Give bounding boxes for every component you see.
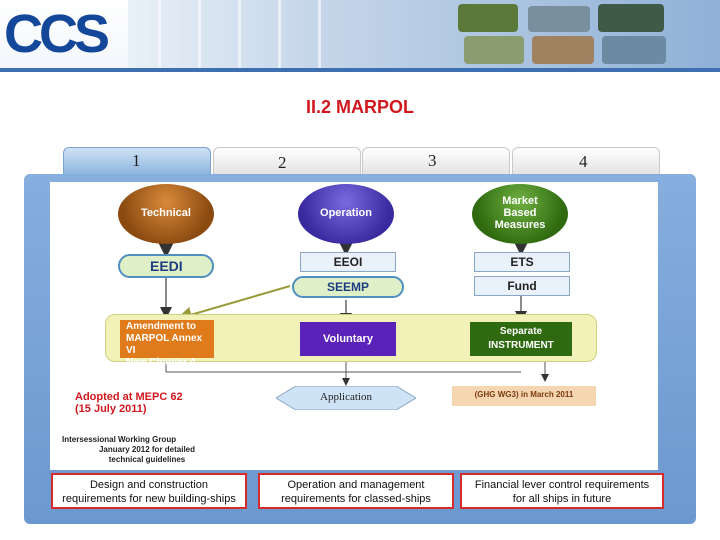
eedi-box: EEDI xyxy=(118,254,214,278)
voluntary-box: Voluntary xyxy=(300,322,396,356)
market-measures-pillar: Market Based Measures xyxy=(472,184,568,244)
ghg-note-box: (GHG WG3) in March 2011 xyxy=(452,386,596,406)
description-operation: Operation and management requirements fo… xyxy=(258,473,454,509)
pillar-label: Technical xyxy=(141,207,191,219)
pillar-label: Based xyxy=(503,207,537,219)
amendment-label: New Chapter 4 xyxy=(126,357,196,368)
eedi-label: EEDI xyxy=(150,258,183,274)
description-text: Design and construction xyxy=(89,479,208,491)
fund-box: Fund xyxy=(474,276,570,296)
fund-label: Fund xyxy=(507,279,537,293)
tab-label: 2 xyxy=(278,153,287,172)
seemp-label: SEEMP xyxy=(326,280,369,294)
adopted-text: (15 July 2011) xyxy=(75,403,147,415)
eeoi-label: EEOI xyxy=(333,255,363,269)
ship-photo-icon xyxy=(458,4,518,32)
tab-label: 4 xyxy=(579,152,588,171)
separate-label: INSTRUMENT xyxy=(488,340,554,351)
description-text: for all ships in future xyxy=(512,493,612,505)
separate-label: Separate xyxy=(499,326,543,337)
amendment-label: Amendment to xyxy=(126,321,196,332)
ship-photo-icon xyxy=(528,6,590,32)
separate-instrument-box: Separate INSTRUMENT xyxy=(470,322,572,356)
tab-1[interactable]: 1 xyxy=(63,147,211,174)
amendment-label: MARPOL Annex VI xyxy=(126,333,203,356)
header-banner: CCS xyxy=(0,0,720,72)
voluntary-label: Voluntary xyxy=(323,333,373,345)
application-diamond: Application xyxy=(275,385,417,411)
technical-pillar: Technical xyxy=(118,184,214,244)
ets-box: ETS xyxy=(474,252,570,272)
pillar-label: Market xyxy=(502,195,538,207)
description-text: Financial lever control requirements xyxy=(474,479,650,491)
ship-photo-icon xyxy=(602,36,666,64)
isw-text: January 2012 for detailed xyxy=(98,445,196,454)
ccs-logo: CCS xyxy=(4,4,110,64)
tab-label: 1 xyxy=(132,151,141,170)
eeoi-box: EEOI xyxy=(300,252,396,272)
isw-text: technical guidelines xyxy=(108,455,186,464)
tab-3[interactable]: 3 xyxy=(362,147,510,174)
ship-photo-banner xyxy=(128,0,720,68)
ship-photo-icon xyxy=(464,36,524,64)
ets-label: ETS xyxy=(510,255,534,269)
adopted-text: Adopted at MEPC 62 xyxy=(75,391,183,403)
ship-photo-icon xyxy=(598,4,664,32)
pillar-label: Operation xyxy=(320,207,372,219)
ship-photo-icon xyxy=(532,36,594,64)
description-text: requirements for new building-ships xyxy=(62,493,236,505)
description-market: Financial lever control requirements for… xyxy=(460,473,664,509)
description-text: Operation and management xyxy=(287,479,425,491)
description-text: requirements for classed-ships xyxy=(281,493,431,505)
pillar-label: Measures xyxy=(494,219,546,231)
header-divider xyxy=(0,68,720,72)
application-label: Application xyxy=(320,391,372,403)
ghg-note-label: (GHG WG3) in March 2011 xyxy=(474,390,574,399)
amendment-box: Amendment to MARPOL Annex VI New Chapter… xyxy=(120,320,214,368)
isw-text: Intersessional Working Group xyxy=(62,435,177,444)
tab-4[interactable]: 4 xyxy=(512,147,660,174)
tab-2[interactable]: 2 xyxy=(213,147,361,174)
slide-title: II.2 MARPOL xyxy=(305,97,414,117)
tab-label: 3 xyxy=(428,151,437,170)
description-technical: Design and construction requirements for… xyxy=(51,473,247,509)
isw-note: Intersessional Working Group January 201… xyxy=(62,435,232,465)
operation-pillar: Operation xyxy=(298,184,394,244)
adopted-note: Adopted at MEPC 62 (15 July 2011) xyxy=(75,391,183,415)
seemp-box: SEEMP xyxy=(292,276,404,298)
